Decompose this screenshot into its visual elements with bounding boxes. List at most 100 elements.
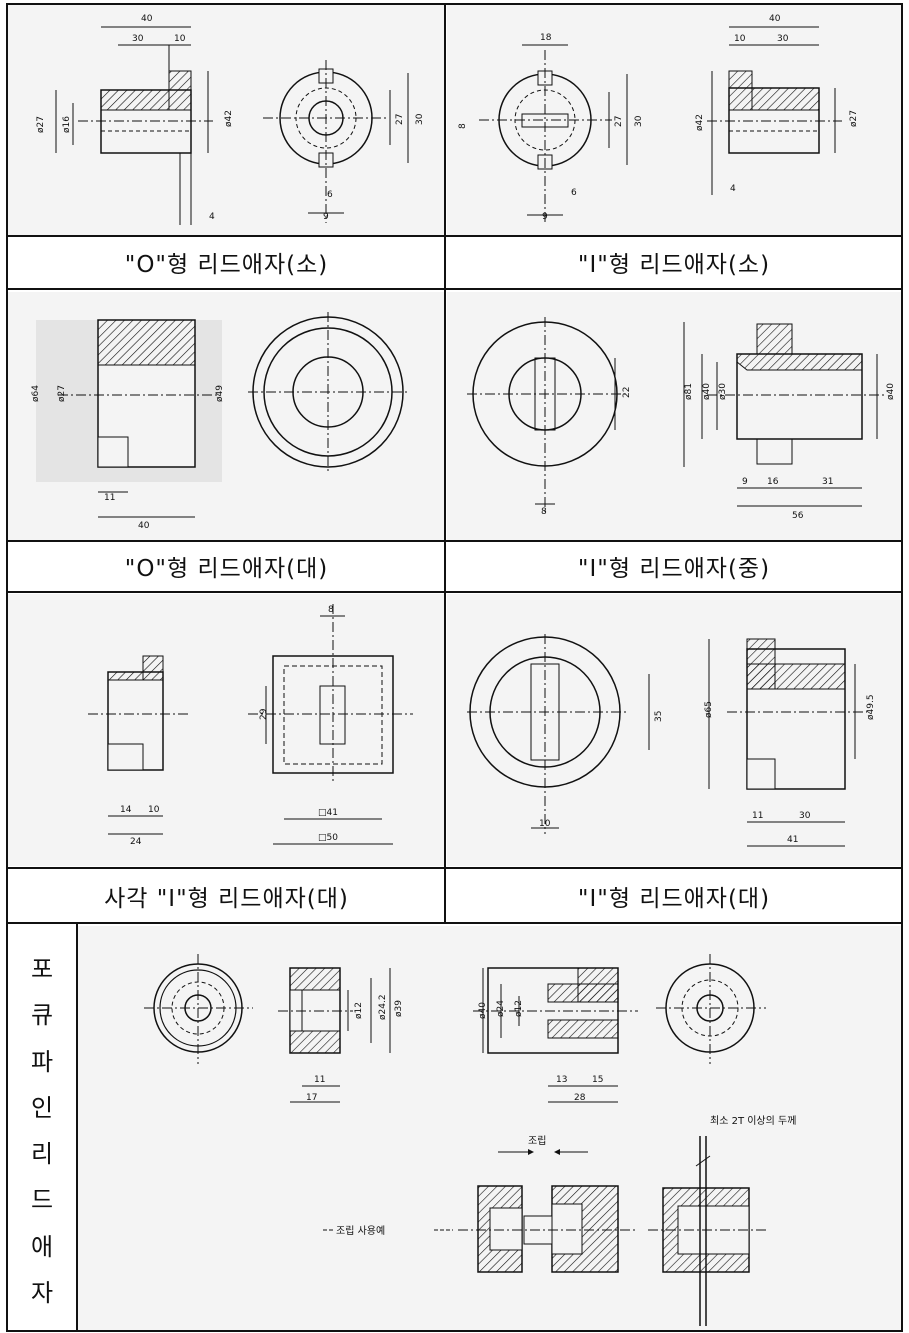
dim-13: 13 [556, 1075, 567, 1085]
dim-10: 10 [148, 805, 160, 815]
dim-d42: ø42 [695, 114, 705, 131]
rule-4 [6, 591, 903, 593]
dim-d40: ø40 [478, 1002, 488, 1019]
sidebar-char-7: 애 [30, 1232, 54, 1261]
o-small-drawing: 40 30 10 ø27 ø16 ø42 4 27 30 6 9 [36, 14, 425, 225]
title-square-i-large: 사각 "I"형 리드애자(대) [8, 870, 445, 922]
square-i-large-drawing: 14 10 24 8 29 □41 □50 [88, 604, 413, 847]
i-medium-drawing: 22 8 ø81 ø40 ø30 ø40 9 16 31 56 [467, 317, 896, 521]
dim-d12-left: ø12 [354, 1002, 364, 1019]
title-i-small: "I"형 리드애자(소) [447, 237, 901, 287]
rule-3 [6, 540, 903, 542]
sidebar-divider [76, 922, 78, 1332]
dim-d27: ø27 [36, 116, 46, 133]
i-large-drawing: 35 10 ø65 ø49.5 11 30 41 [467, 634, 876, 847]
dim-d49-5: ø49.5 [866, 694, 876, 720]
focus-fine-drawing: ø12 ø24.2 ø39 11 17 ø40 ø24 ø12 13 15 28 [144, 954, 796, 1326]
sidebar-char-1: 포 [30, 955, 54, 984]
dim-10: 10 [174, 34, 186, 44]
sidebar-char-2: 큐 [30, 1001, 54, 1030]
circle-dim-27: 27 [614, 116, 624, 127]
dim-11: 11 [104, 493, 115, 503]
dim-24: 24 [130, 837, 142, 847]
dim-40: 40 [769, 14, 781, 24]
circle-dim-27: 27 [395, 114, 405, 125]
sidebar-char-8: 자 [30, 1278, 54, 1307]
dim-40: 40 [138, 521, 150, 531]
dim-22: 22 [622, 387, 632, 398]
dim-4: 4 [730, 184, 736, 194]
dim-31: 31 [822, 477, 833, 487]
dim-30: 30 [777, 34, 789, 44]
title-o-large: "O"형 리드애자(대) [8, 542, 445, 590]
rule-1 [6, 235, 903, 237]
dim-4: 4 [209, 212, 215, 222]
sidebar-char-6: 드 [30, 1186, 54, 1215]
title-i-medium: "I"형 리드애자(중) [447, 542, 901, 590]
sidebar-char-4: 인 [30, 1093, 54, 1122]
dim-8: 8 [328, 605, 334, 615]
circle-dim-6: 6 [327, 190, 333, 200]
dim-d30: ø30 [718, 383, 728, 400]
dim-d27: ø27 [57, 385, 67, 402]
rule-2 [6, 288, 903, 290]
dim-d39: ø39 [394, 1000, 404, 1017]
panel-focus-fine: ø12 ø24.2 ø39 11 17 ø40 ø24 ø12 13 15 28 [78, 926, 901, 1330]
dim-d40-left: ø40 [702, 383, 712, 400]
dim-d24-2: ø24.2 [378, 994, 388, 1020]
label-assembly-example: 조립 사용예 [336, 1224, 385, 1237]
dim-d49: ø49 [215, 385, 225, 402]
title-o-small: "O"형 리드애자(소) [8, 237, 445, 287]
circle-dim-30: 30 [634, 115, 644, 127]
dim-d24: ø24 [496, 1000, 506, 1017]
outer-frame [6, 3, 903, 1332]
label-min-thickness: 최소 2T 이상의 두께 [710, 1115, 796, 1127]
dim-d27: ø27 [849, 110, 859, 127]
panel-square-i-large: 14 10 24 8 29 □41 □50 [8, 594, 445, 866]
dim-30: 30 [799, 811, 811, 821]
center-divider [444, 3, 446, 924]
rule-5 [6, 867, 903, 869]
dim-56: 56 [792, 511, 804, 521]
panel-o-small: 40 30 10 ø27 ø16 ø42 4 27 30 6 9 [8, 5, 445, 235]
sidebar-char-3: 파 [30, 1047, 54, 1076]
dim-40: 40 [141, 14, 153, 24]
rule-6 [6, 922, 903, 924]
dim-d65: ø65 [704, 701, 714, 718]
sidebar-label: 포 큐 파 인 리 드 애 자 [8, 932, 76, 1330]
dim-28: 28 [574, 1093, 586, 1103]
dim-18: 18 [540, 33, 552, 43]
panel-i-large: 35 10 ø65 ø49.5 11 30 41 [447, 594, 901, 866]
dim-10: 10 [539, 819, 551, 829]
dim-17: 17 [306, 1093, 317, 1103]
dim-9: 9 [742, 477, 748, 487]
dim-29: 29 [259, 708, 269, 720]
dim-14: 14 [120, 805, 132, 815]
dim-15: 15 [592, 1075, 603, 1085]
dim-d81: ø81 [684, 383, 694, 400]
dim-11: 11 [752, 811, 763, 821]
panel-i-medium: 22 8 ø81 ø40 ø30 ø40 9 16 31 56 [447, 292, 901, 540]
dim-d42: ø42 [224, 110, 234, 127]
dim-35: 35 [654, 711, 664, 722]
dim-16: 16 [767, 477, 779, 487]
dim-30: 30 [132, 34, 144, 44]
circle-dim-30: 30 [415, 113, 425, 125]
dim-d12-right: ø12 [514, 1000, 524, 1017]
dim-11: 11 [314, 1075, 325, 1085]
dim-41: 41 [787, 835, 798, 845]
i-small-drawing: 18 8 27 30 6 9 40 10 30 ø42 ø27 4 [458, 14, 859, 225]
dim-8: 8 [458, 123, 468, 129]
dim-d16: ø16 [62, 116, 72, 133]
dim-sq41: □41 [318, 808, 338, 818]
sidebar-char-5: 리 [30, 1140, 54, 1169]
panel-i-small: 18 8 27 30 6 9 40 10 30 ø42 ø27 4 [447, 5, 901, 235]
dim-10: 10 [734, 34, 746, 44]
label-assemble: 조립 [528, 1134, 546, 1147]
dim-sq50: □50 [318, 833, 338, 843]
dim-d40-right: ø40 [886, 383, 896, 400]
circle-dim-6: 6 [571, 188, 577, 198]
title-i-large: "I"형 리드애자(대) [447, 870, 901, 922]
panel-o-large: ø64 ø27 ø49 11 40 [8, 292, 445, 540]
